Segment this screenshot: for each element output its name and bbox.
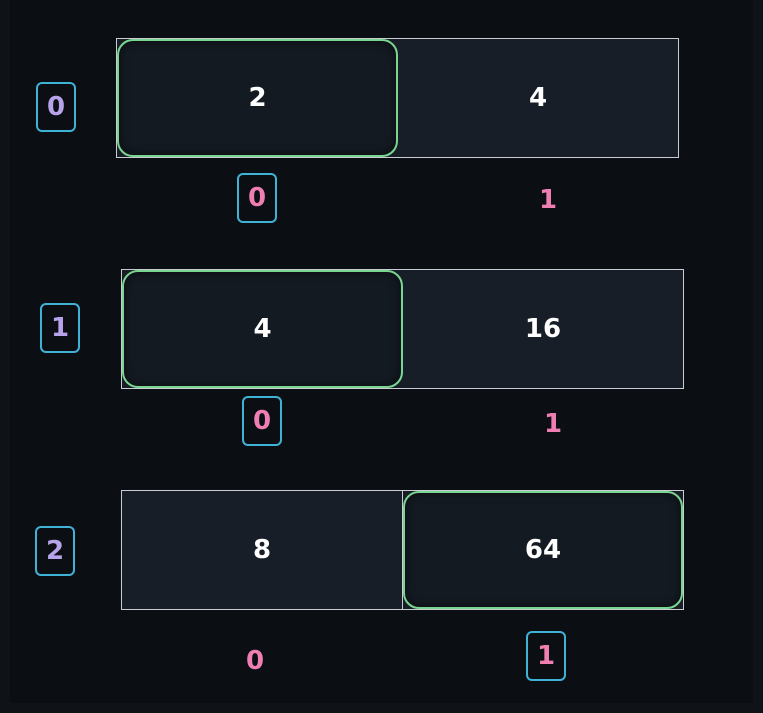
- row-index-2: 2: [35, 526, 75, 576]
- col-index-label: 1: [538, 185, 558, 215]
- row-index-label: 0: [46, 92, 66, 122]
- col-index-1-1: 1: [533, 399, 573, 449]
- col-index-label: 0: [247, 183, 267, 213]
- cell-value: 4: [253, 314, 272, 344]
- cell-value: 8: [252, 535, 272, 565]
- array-visualization: 0 2 4 0 1 1 4 16 0 1 2 8: [10, 0, 753, 703]
- cell-1-0: 4: [122, 270, 403, 388]
- cell-2-1: 64: [403, 491, 683, 609]
- cell-value: 4: [528, 83, 548, 113]
- col-index-label: 0: [245, 646, 265, 676]
- row-index-0: 0: [36, 82, 76, 132]
- cell-1-1: 16: [403, 270, 683, 388]
- col-index-label: 1: [543, 409, 563, 439]
- row-index-label: 2: [45, 536, 65, 566]
- cell-value: 16: [524, 314, 562, 344]
- col-index-0-1: 1: [528, 175, 568, 225]
- row-index-label: 1: [50, 313, 70, 343]
- cell-value: 2: [248, 83, 267, 113]
- row-index-1: 1: [40, 303, 80, 353]
- cell-value: 64: [524, 535, 562, 565]
- array-row-1: 4 16: [121, 269, 684, 389]
- cell-0-1: 4: [398, 39, 678, 157]
- cell-2-0: 8: [122, 491, 403, 609]
- array-row-0: 2 4: [116, 38, 679, 158]
- col-index-2-0: 0: [235, 636, 275, 686]
- col-index-label: 0: [252, 406, 272, 436]
- col-index-1-0: 0: [242, 396, 282, 446]
- col-index-2-1: 1: [526, 631, 566, 681]
- array-row-2: 8 64: [121, 490, 684, 610]
- cell-0-0: 2: [117, 39, 398, 157]
- col-index-0-0: 0: [237, 173, 277, 223]
- col-index-label: 1: [536, 641, 556, 671]
